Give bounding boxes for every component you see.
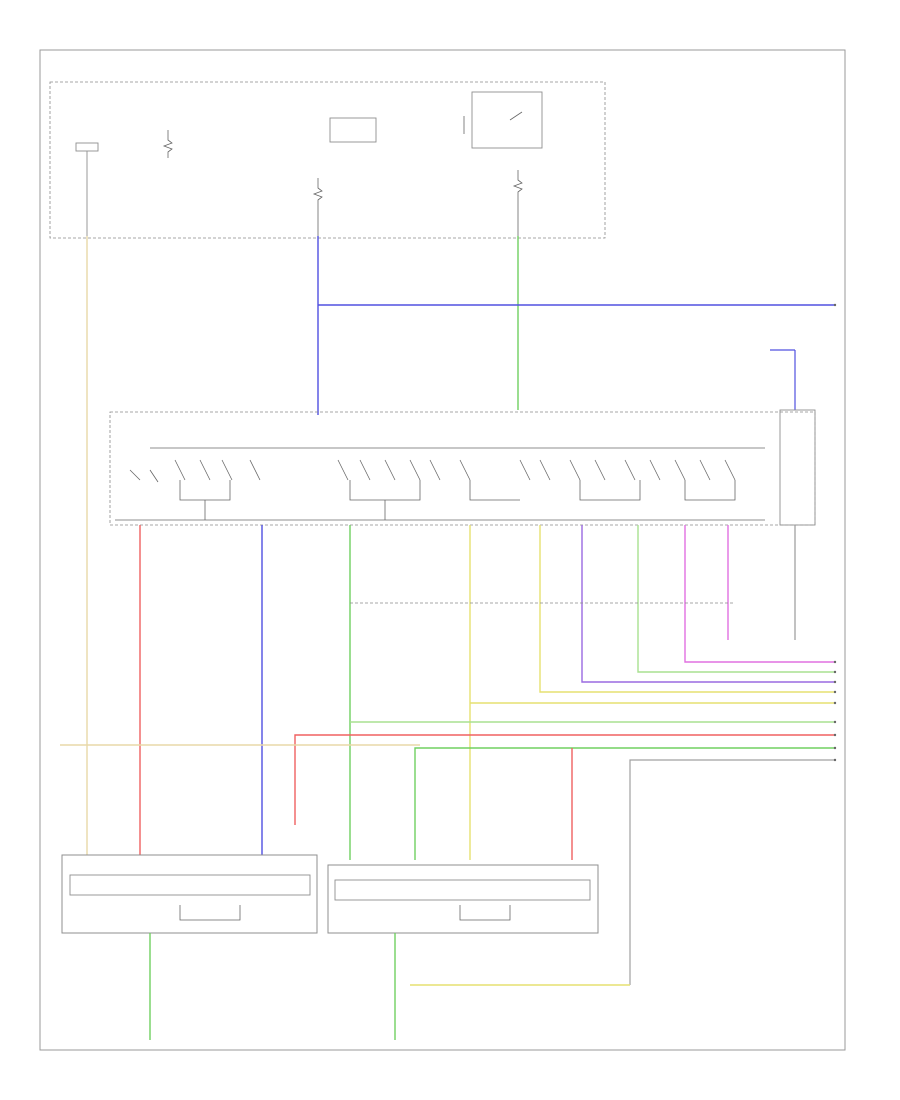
fuse-symbol-mid — [312, 178, 323, 236]
wire-pink-out — [684, 525, 835, 663]
fuse-element — [75, 142, 99, 152]
left-motor-connector — [69, 874, 311, 896]
wire-green-bus — [414, 747, 835, 860]
lock-switch — [779, 409, 816, 526]
right-motor-connector — [334, 879, 591, 901]
fuse-symbol — [162, 130, 173, 158]
left-motor-symbol — [179, 905, 241, 921]
fuse-box — [49, 81, 606, 239]
right-motor-module — [327, 864, 599, 934]
wire-grey-bus — [629, 759, 835, 985]
relay-box — [471, 91, 543, 149]
indicator-box — [329, 117, 377, 143]
wire-violet-out — [581, 525, 835, 683]
wire-yellow-out — [539, 525, 835, 693]
master-switch — [109, 411, 816, 526]
right-motor-symbol — [459, 905, 511, 921]
fuse-symbol-right — [512, 170, 523, 236]
wire-lightgreen-out — [637, 525, 835, 673]
harness-terminals — [833, 303, 837, 762]
wire-red-bus — [294, 734, 835, 825]
diagram-frame — [39, 49, 846, 1051]
relay-contact — [509, 111, 523, 121]
left-motor-module — [61, 854, 318, 934]
switch-contacts — [129, 459, 736, 520]
